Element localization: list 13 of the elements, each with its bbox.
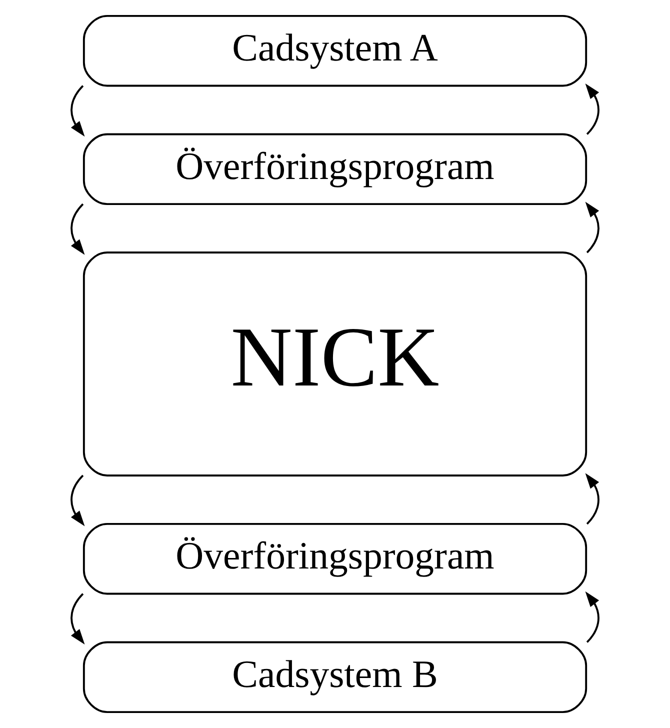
arrow <box>585 473 600 525</box>
arrow <box>585 83 600 135</box>
node-box: Cadsystem B <box>82 641 588 713</box>
node-box: Cadsystem A <box>82 15 588 87</box>
arrow <box>585 591 600 643</box>
arrow <box>70 593 85 645</box>
arrow <box>585 202 600 254</box>
node-box: Överföringsprogram <box>82 523 588 595</box>
arrow <box>70 474 85 526</box>
node-box: Överföringsprogram <box>82 133 588 205</box>
node-box: NICK <box>82 252 588 476</box>
arrow <box>70 203 85 255</box>
arrow <box>70 85 85 137</box>
